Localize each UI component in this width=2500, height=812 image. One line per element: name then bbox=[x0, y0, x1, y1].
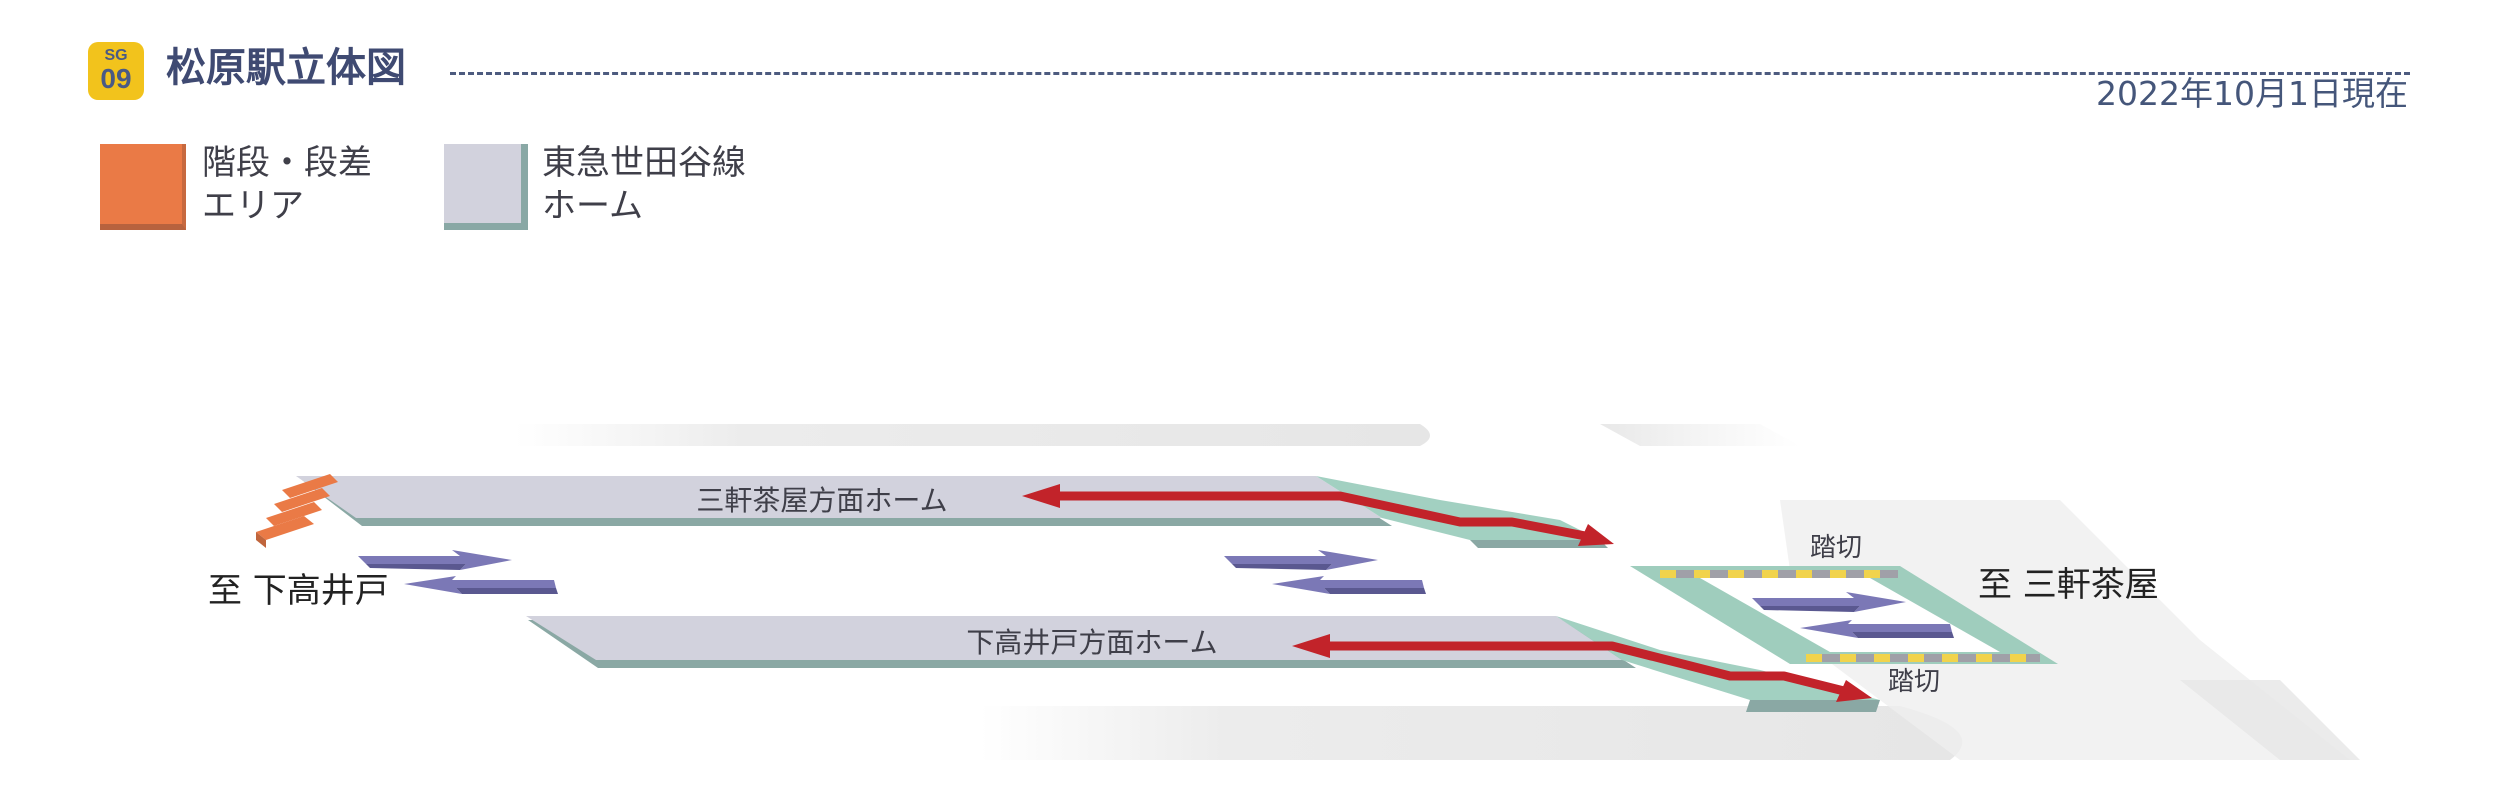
route-arrow-upper-head-left bbox=[1022, 484, 1060, 508]
platform-upper-top bbox=[296, 476, 1382, 518]
as-of-date: 2022年10月1日現在 bbox=[2096, 74, 2408, 113]
track-arrow-6 bbox=[1800, 620, 1954, 638]
stairs bbox=[256, 474, 338, 548]
crossing-upper-label: 踏切 bbox=[1810, 533, 1862, 563]
route-arrow-lower-head-left bbox=[1292, 634, 1330, 658]
track-arrow-1 bbox=[358, 550, 512, 570]
stair-step-3 bbox=[274, 488, 330, 512]
level-crossings: 踏切 踏切 bbox=[1660, 533, 2040, 697]
page-title: 松原駅立体図 bbox=[166, 45, 406, 91]
route-arrow-upper-head-right bbox=[1578, 524, 1614, 546]
station-number: 09 bbox=[100, 63, 132, 94]
shadow-upper-right bbox=[1600, 424, 1800, 446]
legend-platform-label: 東急世田谷線 ホーム bbox=[542, 142, 746, 228]
direction-east-label: 至 三軒茶屋 bbox=[1978, 565, 2159, 605]
route-arrows bbox=[1022, 484, 1872, 702]
platform-upper-label: 三軒茶屋方面ホーム bbox=[696, 484, 947, 517]
route-arrow-upper bbox=[1040, 491, 1597, 543]
route-arrow-lower bbox=[1310, 641, 1858, 699]
shadow-right-edge bbox=[2180, 680, 2360, 760]
platform-lower-ramp bbox=[1556, 616, 1880, 700]
track-arrow-5 bbox=[1752, 592, 1906, 612]
track-arrow-3 bbox=[1224, 550, 1378, 570]
shadow-upper bbox=[515, 424, 1430, 446]
crossing-lower-label: 踏切 bbox=[1888, 667, 1940, 697]
track-arrow-4 bbox=[1272, 576, 1426, 594]
legend-stairs-line1: 階段・段差 bbox=[202, 143, 372, 183]
shadow-lower bbox=[980, 706, 1963, 760]
stair-step-1 bbox=[256, 516, 314, 540]
ground-shadows bbox=[515, 424, 2360, 760]
station-number-badge: SG 09 bbox=[88, 42, 144, 100]
direction-west-label: 至 下高井戸 bbox=[208, 571, 389, 611]
stair-step-2 bbox=[266, 502, 322, 526]
track-arrows bbox=[358, 550, 1954, 638]
title-divider bbox=[450, 72, 2410, 75]
track-arrow-2 bbox=[404, 576, 558, 594]
legend-platform-line1: 東急世田谷線 bbox=[542, 143, 746, 183]
platform-upper-ramp-edge bbox=[1470, 540, 1608, 548]
legend: 階段・段差 エリア 東急世田谷線 ホーム bbox=[0, 0, 800, 240]
platform-lower-ramp-edge bbox=[1746, 700, 1880, 712]
legend-stairs-label: 階段・段差 エリア bbox=[202, 142, 372, 228]
legend-stairs-swatch bbox=[100, 144, 186, 230]
platform-lower-label: 下高井戸方面ホーム bbox=[966, 626, 1217, 659]
stair-side bbox=[256, 532, 266, 548]
stair-step-4 bbox=[282, 474, 338, 498]
legend-platform-line2: ホーム bbox=[542, 186, 643, 226]
line-code: SG bbox=[104, 47, 128, 64]
route-arrow-lower-head-right bbox=[1836, 680, 1872, 702]
header: SG 09 松原駅立体図 2022年10月1日現在 bbox=[0, 0, 2500, 140]
legend-stairs-line2: エリア bbox=[202, 186, 304, 226]
legend-platform-swatch bbox=[444, 144, 528, 230]
